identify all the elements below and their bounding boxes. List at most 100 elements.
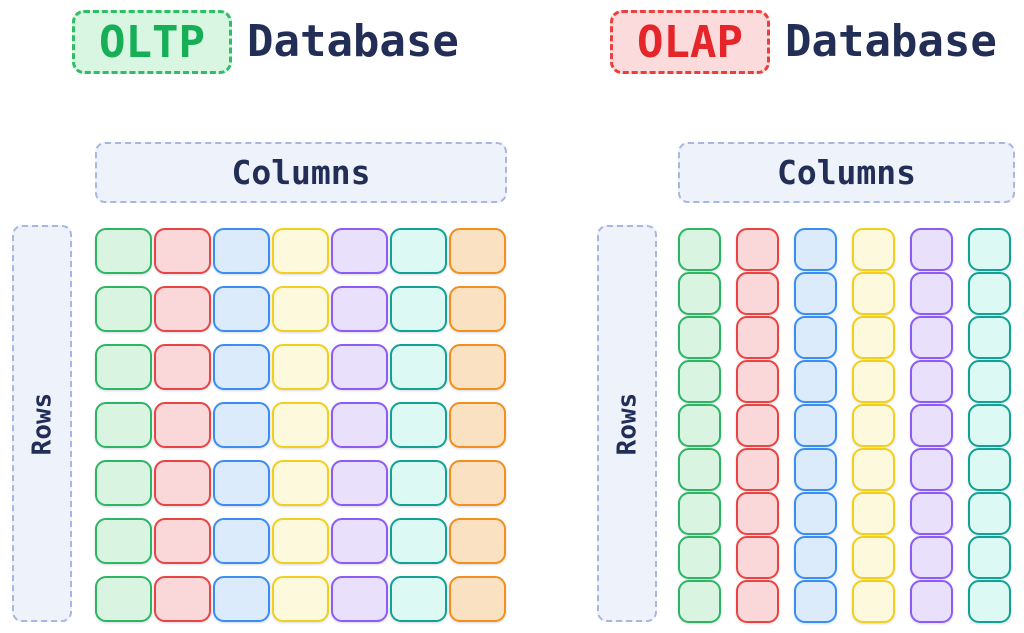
oltp-cell-grid (95, 228, 506, 622)
oltp-columns-label: Columns (231, 153, 371, 192)
cell-red (736, 316, 779, 359)
cell-teal (968, 448, 1011, 491)
cell-orange (449, 344, 506, 390)
cell-purple (331, 228, 388, 274)
oltp-columns-box: Columns (95, 142, 507, 203)
cell-purple (910, 448, 953, 491)
cell-yellow (852, 272, 895, 315)
cell-yellow (852, 580, 895, 623)
cell-teal (390, 286, 447, 332)
cell-blue (213, 576, 270, 622)
cell-red (736, 448, 779, 491)
cell-blue (794, 580, 837, 623)
cell-purple (331, 460, 388, 506)
cell-blue (213, 518, 270, 564)
cell-purple (331, 576, 388, 622)
cell-purple (910, 536, 953, 579)
olap-rows-box: Rows (597, 225, 657, 622)
cell-teal (968, 316, 1011, 359)
olap-badge: OLAP (610, 10, 770, 74)
cell-orange (449, 460, 506, 506)
cell-blue (794, 448, 837, 491)
cell-green (95, 286, 152, 332)
cell-red (154, 344, 211, 390)
oltp-rows-box: Rows (12, 225, 72, 622)
cell-yellow (272, 518, 329, 564)
cell-green (678, 360, 721, 403)
cell-red (154, 228, 211, 274)
cell-green (678, 536, 721, 579)
olap-columns-label: Columns (776, 153, 917, 192)
cell-orange (449, 228, 506, 274)
cell-green (95, 518, 152, 564)
cell-teal (390, 228, 447, 274)
cell-orange (449, 286, 506, 332)
cell-teal (390, 460, 447, 506)
cell-yellow (852, 536, 895, 579)
cell-red (154, 518, 211, 564)
cell-red (154, 286, 211, 332)
cell-blue (213, 286, 270, 332)
olap-title-text: Database (784, 16, 997, 67)
cell-green (678, 580, 721, 623)
cell-yellow (852, 448, 895, 491)
oltp-title-text: Database (246, 16, 459, 67)
cell-blue (213, 344, 270, 390)
cell-purple (331, 286, 388, 332)
cell-red (736, 580, 779, 623)
oltp-badge: OLTP (72, 10, 232, 74)
cell-yellow (272, 286, 329, 332)
cell-green (678, 228, 721, 271)
cell-teal (968, 492, 1011, 535)
cell-orange (449, 576, 506, 622)
cell-purple (910, 360, 953, 403)
cell-green (678, 448, 721, 491)
cell-red (154, 576, 211, 622)
cell-green (95, 228, 152, 274)
cell-red (736, 228, 779, 271)
cell-red (736, 360, 779, 403)
cell-purple (331, 344, 388, 390)
cell-purple (910, 580, 953, 623)
cell-green (95, 344, 152, 390)
cell-green (678, 492, 721, 535)
cell-green (95, 460, 152, 506)
cell-teal (968, 580, 1011, 623)
cell-blue (794, 228, 837, 271)
cell-teal (968, 536, 1011, 579)
olap-columns-box: Columns (678, 142, 1015, 203)
cell-teal (968, 360, 1011, 403)
cell-purple (910, 492, 953, 535)
cell-purple (910, 272, 953, 315)
cell-green (678, 404, 721, 447)
cell-blue (213, 228, 270, 274)
cell-yellow (272, 228, 329, 274)
cell-teal (390, 518, 447, 564)
cell-blue (213, 402, 270, 448)
cell-purple (910, 404, 953, 447)
cell-teal (968, 272, 1011, 315)
cell-purple (910, 316, 953, 359)
cell-red (154, 460, 211, 506)
cell-green (95, 402, 152, 448)
cell-teal (968, 404, 1011, 447)
cell-teal (390, 402, 447, 448)
cell-red (154, 402, 211, 448)
cell-red (736, 536, 779, 579)
cell-orange (449, 402, 506, 448)
cell-yellow (852, 360, 895, 403)
cell-red (736, 272, 779, 315)
olap-rows-label: Rows (612, 392, 642, 455)
cell-red (736, 492, 779, 535)
cell-blue (794, 536, 837, 579)
cell-yellow (852, 228, 895, 271)
cell-yellow (272, 460, 329, 506)
olap-cell-grid (678, 228, 1011, 623)
cell-teal (390, 576, 447, 622)
cell-purple (331, 402, 388, 448)
cell-green (95, 576, 152, 622)
cell-yellow (852, 404, 895, 447)
cell-purple (910, 228, 953, 271)
cell-blue (794, 492, 837, 535)
